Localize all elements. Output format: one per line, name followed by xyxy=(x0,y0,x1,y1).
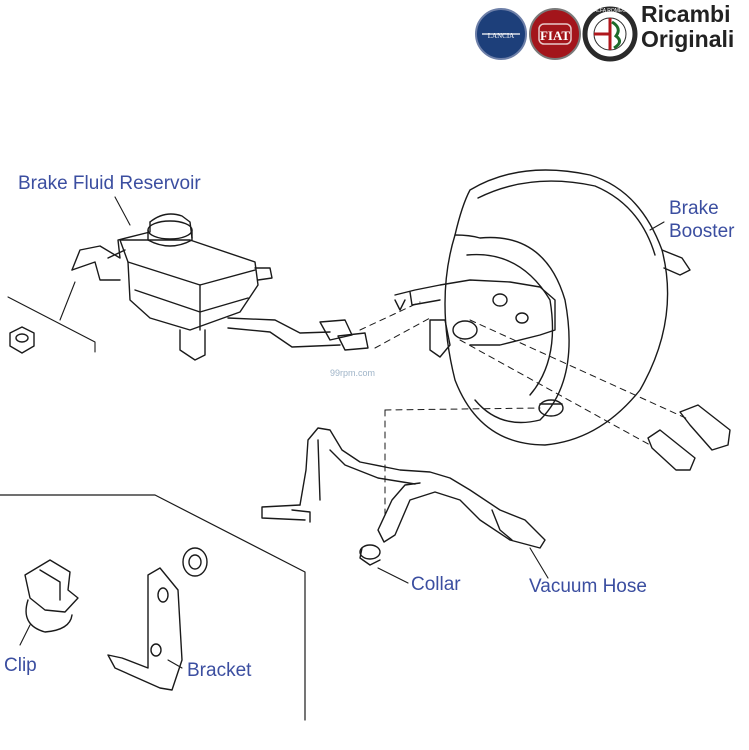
lancia-logo-text: LANCIA xyxy=(488,32,514,40)
label-brake-fluid-reservoir: Brake Fluid Reservoir xyxy=(18,173,201,194)
label-brake-booster-line2: Booster xyxy=(669,220,735,242)
booster-pins xyxy=(647,404,731,471)
fiat-logo: FIAT xyxy=(529,8,581,60)
alfa-romeo-logo: ALFA ROMEO xyxy=(582,6,638,62)
clip-part xyxy=(24,559,79,633)
body-panel-lines xyxy=(7,281,96,353)
inset-border xyxy=(0,494,306,721)
brand-title-line1: Ricambi xyxy=(641,1,731,27)
label-brake-booster-line1: Brake xyxy=(669,198,719,219)
bracket-part xyxy=(107,547,208,691)
brand-title: Ricambi Originali xyxy=(641,2,734,52)
label-clip: Clip xyxy=(4,655,37,676)
master-cylinder-part xyxy=(394,279,556,358)
label-brake-booster: Brake Booster xyxy=(669,198,734,244)
fiat-logo-text: FIAT xyxy=(540,28,570,43)
nut-part xyxy=(9,326,35,354)
label-collar: Collar xyxy=(411,574,461,595)
lancia-logo: LANCIA xyxy=(475,8,527,60)
vacuum-hose-part xyxy=(261,427,546,549)
reservoir-pipes xyxy=(227,317,369,351)
watermark: 99rpm.com xyxy=(330,368,376,378)
label-vacuum-hose: Vacuum Hose xyxy=(529,576,647,597)
collar-part xyxy=(359,544,381,566)
brand-title-line2: Originali xyxy=(641,26,735,52)
alfa-logo-text: ALFA ROMEO xyxy=(594,8,626,14)
label-bracket: Bracket xyxy=(187,660,252,681)
brake-fluid-reservoir-part xyxy=(71,213,273,361)
